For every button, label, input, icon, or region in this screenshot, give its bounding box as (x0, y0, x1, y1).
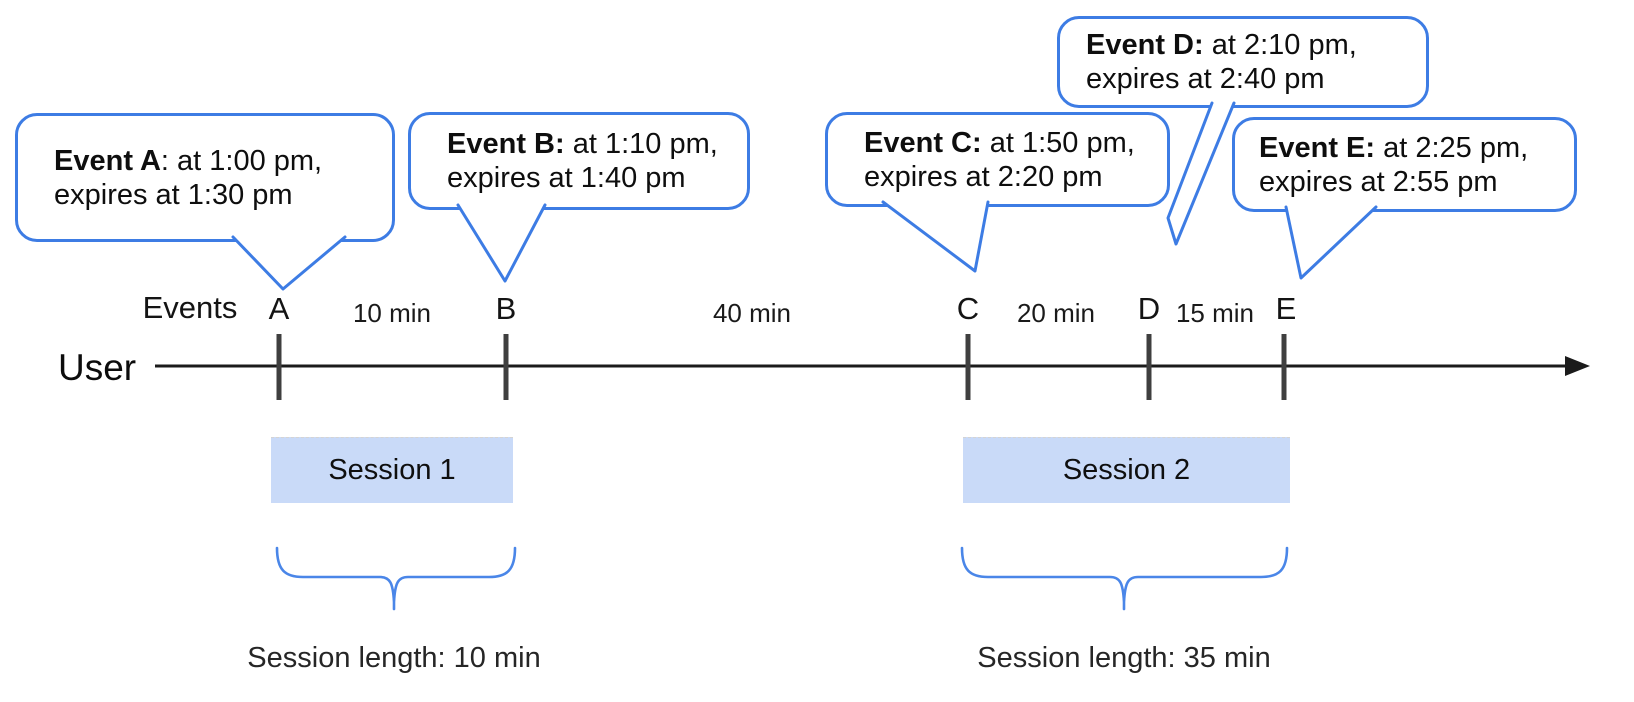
user-axis-label: User (58, 347, 137, 388)
bubble-b-tail (456, 203, 547, 283)
event-a-expiry: expires at 1:30 pm (54, 178, 293, 211)
tick-event-a (276, 334, 282, 400)
event-d-expiry: expires at 2:40 pm (1086, 63, 1325, 95)
event-e-expiry: expires at 2:55 pm (1259, 165, 1498, 198)
bubble-a-tail (231, 235, 347, 291)
session-1-label: Session 1 (328, 454, 456, 486)
session-2-length-label: Session length: 35 min (977, 642, 1271, 674)
event-bubble-d: Event D: at 2:10 pm, expires at 2:40 pm (1057, 16, 1429, 108)
event-a-line1: Event A: at 1:00 pm, (54, 144, 392, 178)
event-a-time: : at 1:00 pm, (160, 144, 323, 177)
session-2-label: Session 2 (1062, 454, 1191, 486)
bubble-c-tail (881, 200, 990, 273)
event-b-time: at 1:10 pm, (564, 128, 718, 160)
tick-event-c (965, 334, 971, 400)
tick-event-d (1146, 334, 1152, 400)
event-b-line1: Event B: at 1:10 pm, (447, 127, 747, 161)
bubble-e-tail (1284, 205, 1378, 280)
event-e-line1: Event E: at 2:25 pm, (1259, 131, 1574, 165)
event-bubble-c: Event C: at 1:50 pm, expires at 2:20 pm (825, 112, 1170, 207)
event-bubble-b: Event B: at 1:10 pm, expires at 1:40 pm (408, 112, 750, 210)
event-bubble-e: Event E: at 2:25 pm, expires at 2:55 pm (1232, 117, 1577, 212)
event-b-expiry: expires at 1:40 pm (447, 162, 686, 194)
event-a-title: Event A (54, 144, 161, 177)
session-2-box: Session 2 (963, 437, 1290, 503)
event-e-time: at 2:25 pm, (1375, 131, 1529, 164)
event-mark-a: A (268, 291, 290, 326)
session-1-brace (275, 546, 517, 611)
interval-c-d: 20 min (1016, 298, 1096, 328)
event-bubble-a: Event A: at 1:00 pm, expires at 1:30 pm (15, 113, 395, 242)
tick-event-e (1281, 334, 1287, 400)
interval-b-c: 40 min (712, 298, 792, 328)
interval-d-e: 15 min (1175, 298, 1255, 328)
event-mark-e: E (1275, 291, 1297, 326)
event-c-line1: Event C: at 1:50 pm, (864, 126, 1167, 160)
event-d-line1: Event D: at 2:10 pm, (1086, 28, 1426, 62)
event-d-title: Event D: (1086, 29, 1204, 61)
event-c-time: at 1:50 pm, (981, 126, 1135, 159)
events-axis-label: Events (142, 290, 238, 325)
event-mark-c: C (956, 291, 980, 326)
event-c-title: Event C: (864, 126, 982, 159)
event-d-time: at 2:10 pm, (1203, 29, 1357, 61)
event-mark-d: D (1137, 291, 1161, 326)
tick-event-b (503, 334, 509, 400)
event-mark-b: B (495, 291, 517, 326)
bubble-d-tail (1166, 101, 1236, 246)
event-b-title: Event B: (447, 128, 565, 160)
interval-a-b: 10 min (352, 298, 432, 328)
event-e-title: Event E: (1259, 131, 1376, 164)
session-2-brace (960, 546, 1289, 611)
session-1-box: Session 1 (271, 437, 513, 503)
timeline-arrowhead-icon (1565, 356, 1590, 376)
event-c-expiry: expires at 2:20 pm (864, 160, 1103, 193)
session-1-length-label: Session length: 10 min (247, 642, 541, 674)
